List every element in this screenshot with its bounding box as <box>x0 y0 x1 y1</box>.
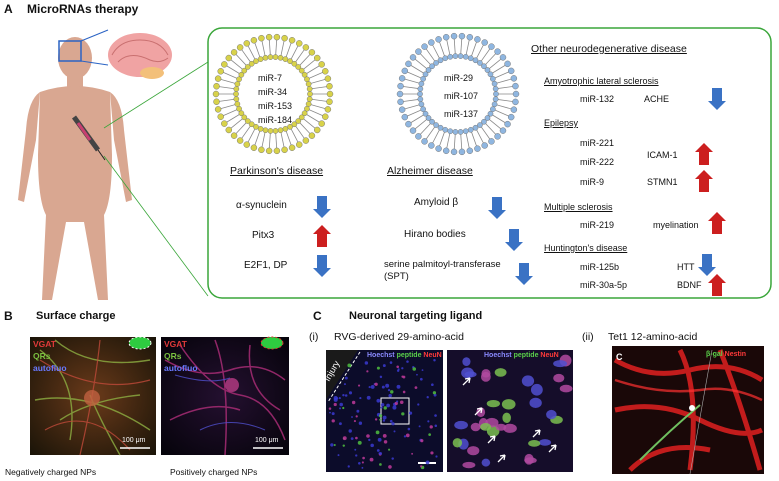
ad-target: Amyloid β <box>414 197 459 208</box>
ad-mirna: miR-29 <box>444 73 474 83</box>
micrograph-tet1 <box>612 346 764 475</box>
panel-a-title: MicroRNAs therapy <box>27 2 139 16</box>
syringe-icon <box>71 115 106 161</box>
scale-bar-label: 100 μm <box>255 437 279 444</box>
sub-ii-number: (ii) <box>582 331 594 343</box>
pd-target: Pitx3 <box>252 230 275 241</box>
pointer-arrow-icon <box>497 454 506 463</box>
pd-mirna: miR-7 <box>258 73 282 83</box>
label-hoechst: Hoechst <box>484 352 512 359</box>
hd-target: HTT <box>677 262 695 272</box>
up-arrow-icon <box>708 212 726 234</box>
legend-autofluo: autofluo <box>164 363 198 373</box>
up-arrow-icon <box>695 170 713 192</box>
up-arrow-icon <box>695 143 713 165</box>
sub-i-title: RVG-derived 29-amino-acid <box>334 331 464 343</box>
micrograph-negative-nps <box>30 336 156 456</box>
brain-box <box>58 40 82 62</box>
legend-vgat: VGAT <box>33 339 56 349</box>
ad-target-abbr: (SPT) <box>384 271 409 282</box>
micrograph-positive-nps <box>161 336 289 456</box>
pointer-arrow-icon <box>474 407 483 416</box>
label-neun: NeuN <box>540 352 559 359</box>
ad-mirna: miR-107 <box>444 91 479 101</box>
als-mirna: miR-132 <box>580 94 615 104</box>
panel-b-title: Surface charge <box>36 310 116 322</box>
panel-b-letter: B <box>4 309 13 323</box>
pd-mirna: miR-153 <box>258 101 293 111</box>
label-beta-gal: β-gal <box>706 351 723 358</box>
alzheimers-title: Alzheimer disease <box>387 165 473 177</box>
ad-mirna: miR-137 <box>444 109 479 119</box>
img3-letter: C <box>616 352 623 362</box>
hd-mirna: miR-125b <box>580 262 620 272</box>
label-neun: NeuN <box>423 352 442 359</box>
pd-target: α-synuclein <box>236 200 287 211</box>
legend-qrs: QRs <box>33 351 51 361</box>
scale-bar-label: 100 μm <box>122 437 146 444</box>
ad-vesicle <box>396 32 520 156</box>
epilepsy-mirna: miR-221 <box>580 138 615 148</box>
down-arrow-icon <box>505 229 523 251</box>
epilepsy-target: STMN1 <box>647 177 678 187</box>
label-peptide: peptide <box>396 352 422 359</box>
brain-icon <box>108 33 172 79</box>
img1-labels: Hoechst peptide NeuN <box>367 352 442 359</box>
regulation-arrows <box>313 88 726 296</box>
human-figure <box>18 37 132 300</box>
pd-target: E2F1, DP <box>244 260 288 271</box>
img2-labels: Hoechst peptide NeuN <box>484 352 559 359</box>
sub-i-number: (i) <box>309 331 319 343</box>
epilepsy-mirna: miR-9 <box>580 177 604 187</box>
down-arrow-icon <box>313 196 331 218</box>
up-arrow-icon <box>313 225 331 247</box>
legend-qrs: QRs <box>164 351 182 361</box>
legend-autofluo: autofluo <box>33 363 67 373</box>
label-peptide: peptide <box>513 352 539 359</box>
cell-nuclei-dots <box>328 358 438 470</box>
pointer-arrow-icon <box>532 429 541 438</box>
label-hoechst: Hoechst <box>367 352 395 359</box>
down-arrow-icon <box>698 254 716 276</box>
pointer-arrow-icon <box>462 377 471 386</box>
hd-target: BDNF <box>677 280 702 290</box>
hd-mirna: miR-30a-5p <box>580 280 628 290</box>
label-nestin: Nestin <box>724 351 747 358</box>
ms-title: Multiple sclerosis <box>544 202 613 212</box>
therapy-frame <box>207 27 772 299</box>
down-arrow-icon <box>515 263 533 285</box>
up-arrow-icon <box>708 274 726 296</box>
pd-vesicle <box>212 33 334 155</box>
down-arrow-icon <box>708 88 726 110</box>
ms-target: myelination <box>653 220 699 230</box>
als-target: ACHE <box>644 94 670 104</box>
hd-title: Huntington's disease <box>544 243 628 253</box>
pd-mirna: miR-34 <box>258 87 288 97</box>
panel-c-letter: C <box>313 309 322 323</box>
parkinsons-title: Parkinson's disease <box>230 165 324 177</box>
epilepsy-title: Epilepsy <box>544 118 579 128</box>
pointer-arrow-icon <box>487 435 496 444</box>
epilepsy-target: ICAM-1 <box>647 150 678 160</box>
ad-target: Hirano bodies <box>404 229 466 240</box>
als-title: Amyotrophic lateral sclerosis <box>544 76 659 86</box>
ad-target: serine palmitoyl-transferase <box>384 259 501 270</box>
img3-labels: β-gal Nestin <box>706 351 746 358</box>
panel-c-title: Neuronal targeting ligand <box>349 310 483 322</box>
neuron-cells <box>452 354 573 469</box>
micrograph-rvg-injury <box>326 350 443 472</box>
other-title: Other neurodegenerative disease <box>531 43 687 55</box>
pointer-arrow-icon <box>548 444 557 453</box>
ms-mirna: miR-219 <box>580 220 615 230</box>
down-arrow-icon <box>488 197 506 219</box>
panel-a-letter: A <box>4 2 13 16</box>
pd-mirna: miR-184 <box>258 115 293 125</box>
legend-vgat: VGAT <box>164 339 187 349</box>
epilepsy-mirna: miR-222 <box>580 157 615 167</box>
down-arrow-icon <box>313 255 331 277</box>
caption-negative: Negatively charged NPs <box>5 467 97 477</box>
sub-ii-title: Tet1 12-amino-acid <box>608 331 698 343</box>
caption-positive: Positively charged NPs <box>170 467 258 477</box>
